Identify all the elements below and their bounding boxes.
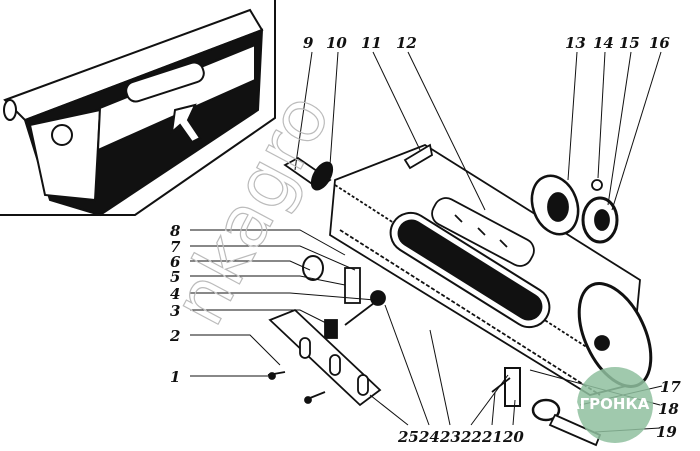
label-19: 19 (656, 423, 677, 441)
label-1: 1 (170, 368, 180, 386)
label-8: 8 (170, 222, 181, 240)
label-24: 24 (418, 428, 440, 446)
label-16: 16 (649, 34, 670, 52)
label-17: 17 (660, 378, 681, 396)
label-5: 5 (170, 268, 180, 286)
label-23: 23 (439, 428, 461, 446)
label-15: 15 (619, 34, 640, 52)
label-25: 25 (397, 428, 419, 446)
drum-assembly (267, 143, 653, 447)
svg-text:АГРОНКА: АГРОНКА (568, 395, 650, 413)
label-13: 13 (565, 34, 586, 52)
label-10: 10 (326, 34, 347, 52)
label-3: 3 (170, 302, 180, 320)
label-6: 6 (170, 253, 181, 271)
label-11: 11 (361, 34, 382, 52)
label-20: 20 (502, 428, 524, 446)
label-2: 2 (169, 327, 180, 345)
label-9: 9 (303, 34, 314, 52)
logo: АГРОНКА (568, 367, 653, 443)
label-21: 21 (481, 428, 503, 446)
label-18: 18 (658, 400, 679, 418)
label-22: 22 (460, 428, 482, 446)
label-14: 14 (593, 34, 614, 52)
label-12: 12 (396, 34, 417, 52)
label-7: 7 (170, 238, 181, 256)
part-labels: 9 10 11 12 13 14 15 16 8 7 6 5 4 3 2 1 2… (169, 34, 681, 446)
inset-view (0, 0, 276, 217)
arrow-pointer-icon (170, 103, 202, 144)
label-4: 4 (170, 285, 180, 303)
